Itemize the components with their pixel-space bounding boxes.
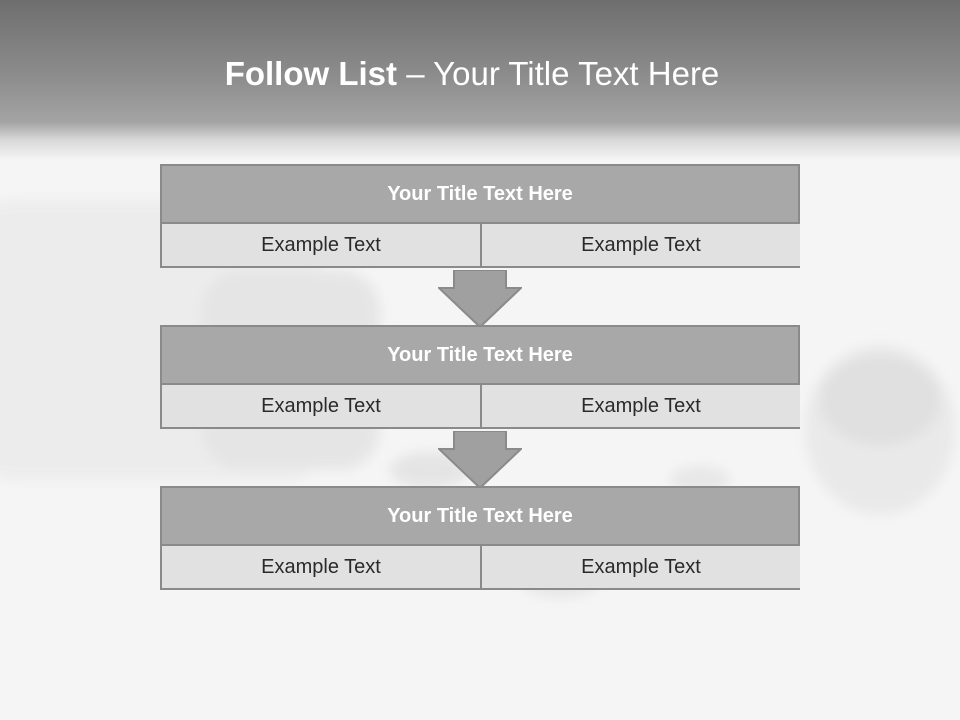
step-box-1: Your Title Text Here Example Text Exampl… (160, 164, 800, 268)
step-box-2: Your Title Text Here Example Text Exampl… (160, 325, 800, 429)
step-cell-right: Example Text (482, 546, 800, 588)
step-cell-right: Example Text (482, 385, 800, 427)
step-cell-left: Example Text (162, 224, 482, 266)
step-title: Your Title Text Here (162, 488, 798, 546)
step-cell-left: Example Text (162, 385, 482, 427)
slide-title: Follow List – Your Title Text Here (0, 55, 944, 93)
step-cell-left: Example Text (162, 546, 482, 588)
step-title: Your Title Text Here (162, 166, 798, 224)
step-cell-right: Example Text (482, 224, 800, 266)
down-arrow-icon (438, 270, 522, 328)
down-arrow-icon (438, 431, 522, 489)
title-bold: Follow List (224, 55, 398, 92)
title-rest: – Your Title Text Here (397, 55, 720, 92)
step-title: Your Title Text Here (162, 327, 798, 385)
header-band (0, 0, 960, 160)
step-box-3: Your Title Text Here Example Text Exampl… (160, 486, 800, 590)
